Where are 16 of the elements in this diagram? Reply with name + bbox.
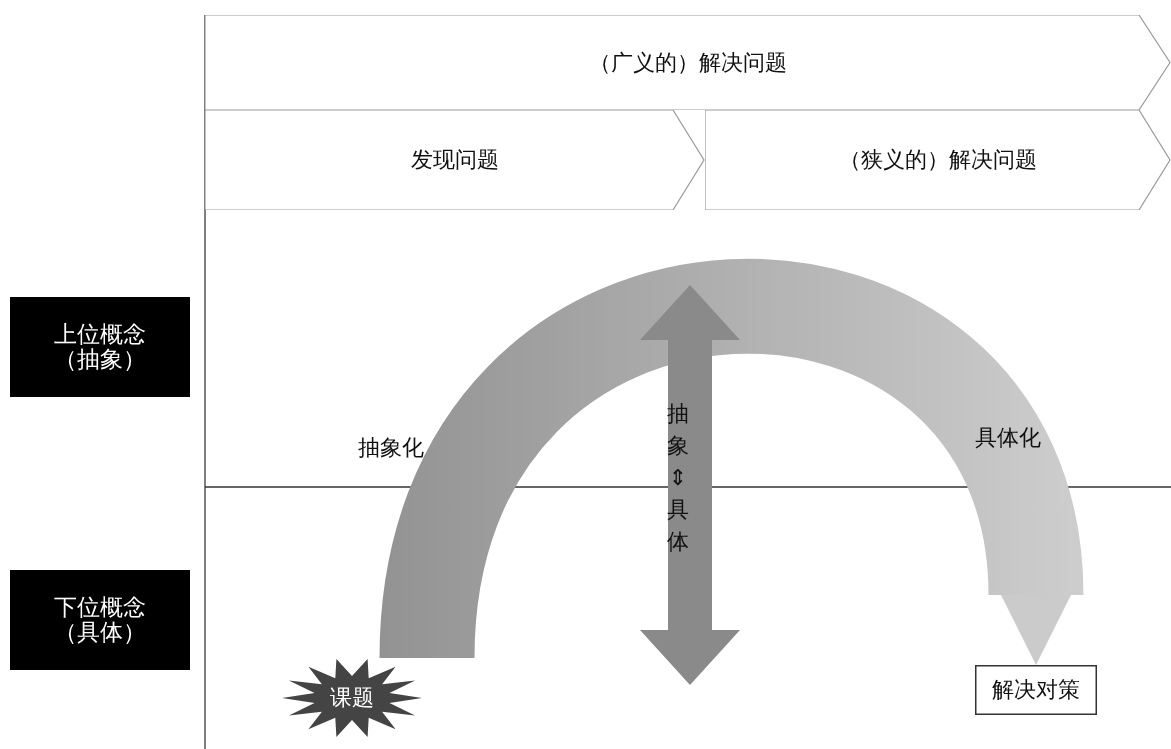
level-label-box xyxy=(10,297,190,397)
level-label-box xyxy=(10,570,190,670)
starburst-shape xyxy=(282,658,422,738)
node-text: 解决对策 xyxy=(992,676,1080,704)
chevron-band xyxy=(205,15,1171,110)
chevron-band xyxy=(205,110,705,210)
node-text: （广义的）解决问题 xyxy=(589,48,787,77)
node-text: 上位概念（抽象） xyxy=(53,321,147,373)
process-label: 具体化 xyxy=(975,424,1041,452)
solution-box xyxy=(975,665,1097,715)
node-text: 发现问题 xyxy=(411,146,499,174)
node-text: 课题 xyxy=(330,684,374,712)
node-text: 下位概念（具体） xyxy=(53,594,147,646)
chevron-band xyxy=(705,110,1171,210)
process-label: 抽象化 xyxy=(358,434,424,462)
node-text: （狭义的）解决问题 xyxy=(839,146,1037,174)
